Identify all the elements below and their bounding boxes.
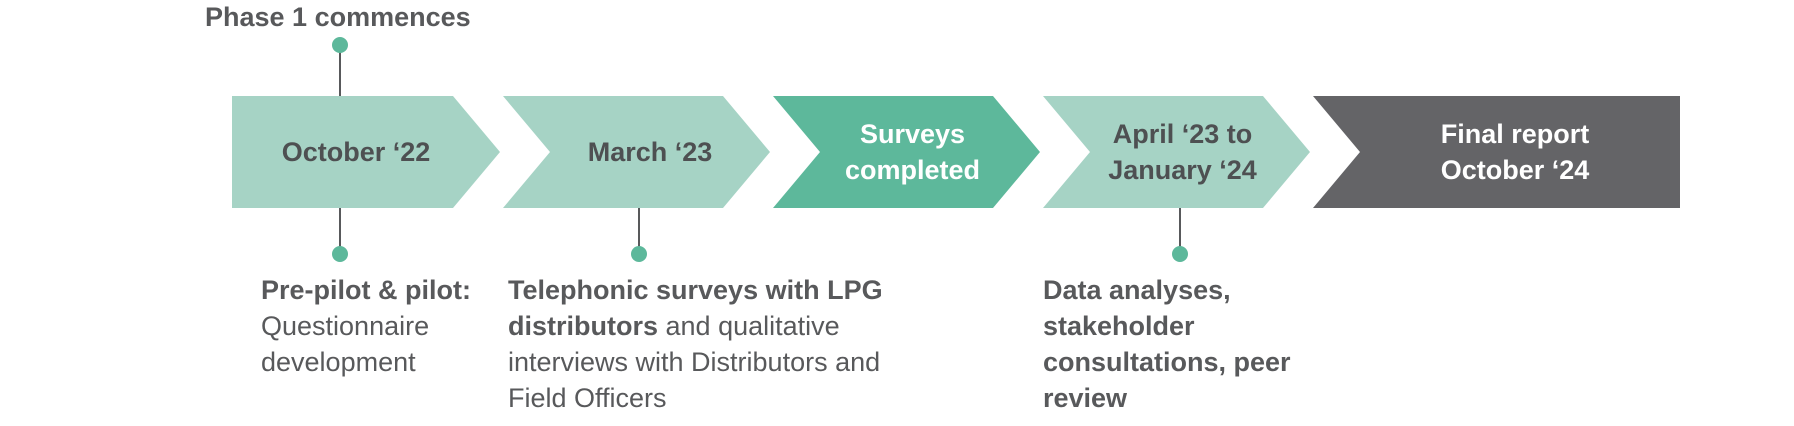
note-line: Questionnaire xyxy=(261,311,430,341)
stage-arrow-april-23 xyxy=(1043,96,1310,208)
phase-1-label: Phase 1 commences xyxy=(205,2,471,32)
connector-dot-apr23 xyxy=(1172,246,1188,262)
stage-label-march-23: March ‘23 xyxy=(530,96,770,208)
note-pre-pilot: Pre-pilot & pilot: Questionnaire develop… xyxy=(261,272,471,380)
stage-arrow-final-report xyxy=(1313,96,1680,208)
stage-arrow-surveys-completed xyxy=(773,96,1040,208)
note-line: review xyxy=(1043,383,1128,413)
stage-label-line1: Final report xyxy=(1440,119,1590,149)
note-line: development xyxy=(261,347,416,377)
note-line: Field Officers xyxy=(508,383,667,413)
connector-dot-oct22 xyxy=(332,246,348,262)
note-line: and qualitative xyxy=(658,311,840,341)
connector-dot-top xyxy=(332,37,348,53)
note-line: stakeholder xyxy=(1043,311,1195,341)
note-heading: Pre-pilot & pilot: xyxy=(261,275,471,305)
stage-label-october-22: October ‘22 xyxy=(232,96,480,208)
connector-dot-mar23 xyxy=(631,246,647,262)
note-data-analyses: Data analyses, stakeholder consultations… xyxy=(1043,272,1291,416)
note-heading: Telephonic surveys with LPG xyxy=(508,275,883,305)
stage-label-line1: April ‘23 to xyxy=(1112,119,1253,149)
note-heading-cont: distributors xyxy=(508,311,659,341)
stage-label-text: March ‘23 xyxy=(587,137,713,167)
stage-label-line2: completed xyxy=(844,155,981,185)
stage-arrow-october-22 xyxy=(232,96,500,208)
note-line: interviews with Distributors and xyxy=(508,347,881,377)
stage-label-surveys-completed: Surveys completed xyxy=(800,96,1025,208)
note-line: consultations, peer xyxy=(1043,347,1291,377)
stage-arrow-march-23 xyxy=(503,96,770,208)
stage-label-final-report: Final report October ‘24 xyxy=(1360,96,1670,208)
stage-label-line1: Surveys xyxy=(859,119,966,149)
note-line: Data analyses, xyxy=(1043,275,1231,305)
stage-label-line2: January ‘24 xyxy=(1108,155,1257,185)
stage-label-text: October ‘22 xyxy=(281,137,431,167)
stage-label-line2: October ‘24 xyxy=(1440,155,1590,185)
note-telephonic-surveys: Telephonic surveys with LPG distributors… xyxy=(508,272,968,416)
stage-label-april-23: April ‘23 to January ‘24 xyxy=(1070,96,1295,208)
